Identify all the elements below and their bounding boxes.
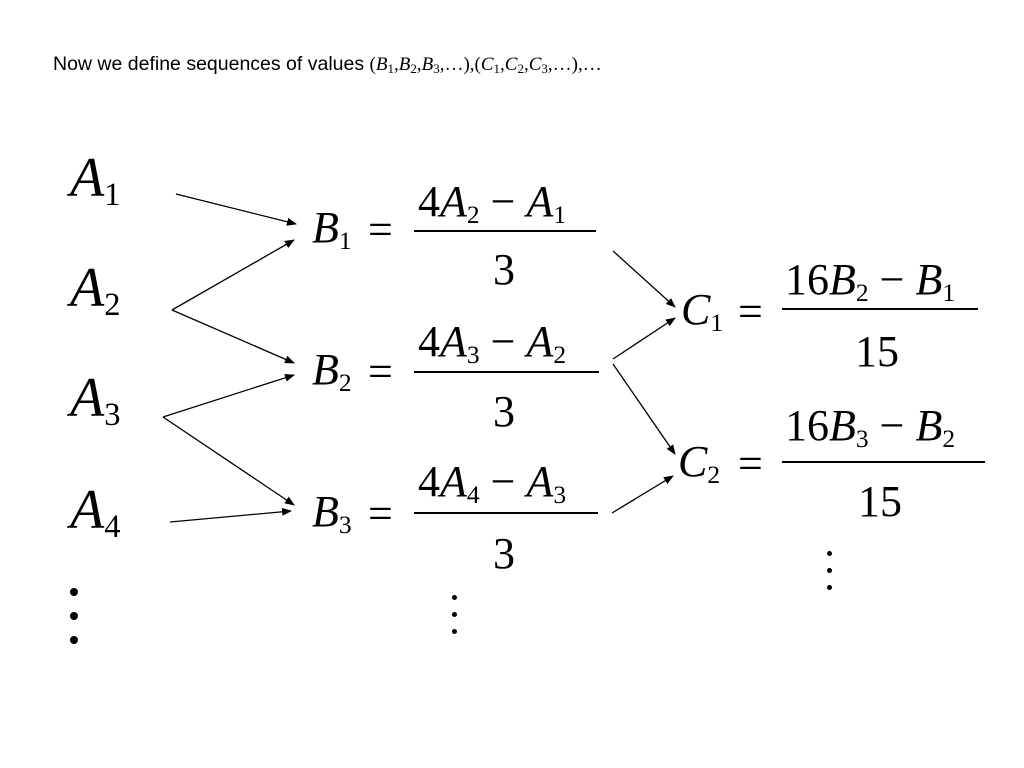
c2-lhs: C2 <box>678 437 721 490</box>
b2-denominator: 3 <box>493 387 515 436</box>
b1-denominator: 3 <box>493 245 515 294</box>
arrow-b3-c2 <box>611 475 674 514</box>
arrow-b1-c1 <box>612 250 676 308</box>
arrow-a1-b1 <box>175 193 297 226</box>
b2-numerator: 4A3 − A2 <box>418 317 567 370</box>
equals-sign: = <box>738 439 763 488</box>
equals-sign: = <box>368 489 393 538</box>
b1-lhs: B1 <box>312 203 352 256</box>
a-term-3: A3 <box>70 367 121 434</box>
b3-denominator: 3 <box>493 529 515 578</box>
intro-text: Now we define sequences of values <box>53 53 365 75</box>
b-sequence: (B1,B2,B3,…) <box>369 54 470 76</box>
arrow-a4-b3 <box>169 507 292 523</box>
c1-lhs: C1 <box>681 285 724 338</box>
intro-sentence: Now we define sequences of values (B1,B2… <box>53 53 602 76</box>
b2-fraction-bar <box>414 371 599 373</box>
b1-fraction-bar <box>414 230 596 232</box>
arrow-a2-b1 <box>171 239 295 311</box>
a-term-4: A4 <box>70 479 121 546</box>
c2-numerator: 16B3 − B2 <box>785 401 956 454</box>
arrow-a3-b2 <box>162 373 295 418</box>
c2-denominator: 15 <box>858 477 902 526</box>
b3-fraction-bar <box>414 512 598 514</box>
arrow-b2-c2 <box>612 363 676 455</box>
equals-sign: = <box>738 287 763 336</box>
c1-denominator: 15 <box>855 327 899 376</box>
b3-numerator: 4A4 − A3 <box>418 457 567 510</box>
c-sequence: (C1,C2,C3,…) <box>474 54 578 76</box>
arrow-b2-c1 <box>612 317 676 360</box>
b3-lhs: B3 <box>312 487 352 540</box>
c1-fraction-bar <box>782 308 978 310</box>
arrow-a2-b2 <box>171 309 295 364</box>
arrow-a3-b3 <box>162 416 295 506</box>
b2-lhs: B2 <box>312 345 352 398</box>
a-term-1: A1 <box>70 147 121 214</box>
b1-numerator: 4A2 − A1 <box>418 177 567 230</box>
c1-numerator: 16B2 − B1 <box>785 255 956 308</box>
equals-sign: = <box>368 205 393 254</box>
equals-sign: = <box>368 347 393 396</box>
c2-fraction-bar <box>782 461 985 463</box>
a-term-2: A2 <box>70 257 121 324</box>
